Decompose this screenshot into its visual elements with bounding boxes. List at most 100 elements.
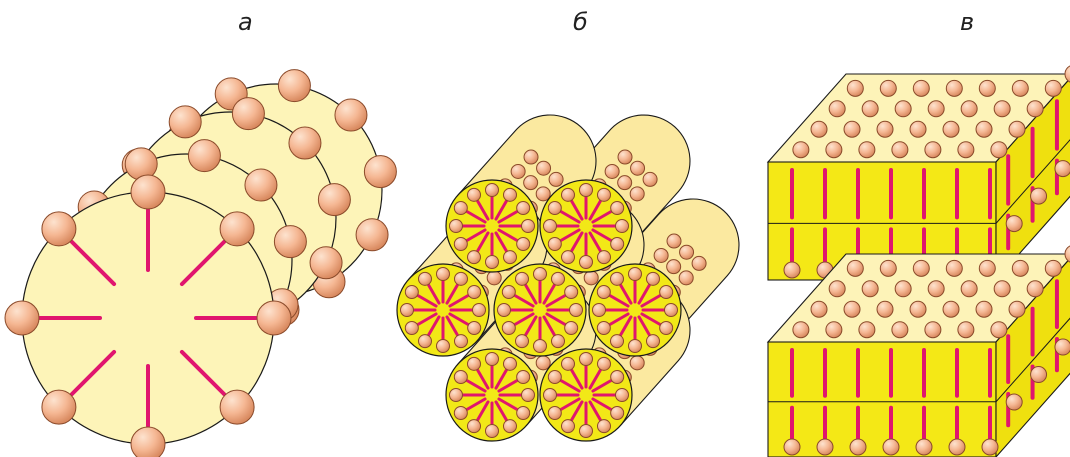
- lipid-head: [356, 219, 388, 251]
- lipid-head: [517, 238, 530, 251]
- lipid-head: [616, 220, 629, 233]
- lipid-head: [946, 80, 962, 96]
- lipid-head: [454, 371, 467, 384]
- lipid-head: [565, 322, 578, 335]
- lipid-head: [1009, 301, 1025, 317]
- lipid-head: [895, 281, 911, 297]
- lipid-head: [1055, 161, 1070, 177]
- lipid-head: [925, 142, 941, 158]
- lipid-head: [516, 335, 529, 348]
- lipid-head: [1006, 216, 1022, 232]
- lipid-head: [847, 260, 863, 276]
- lipid-head: [468, 420, 481, 433]
- lipid-head: [536, 356, 550, 370]
- lipid-head: [611, 371, 624, 384]
- lipid-head: [42, 390, 76, 424]
- lipid-head: [629, 268, 642, 281]
- lipid-head: [916, 439, 932, 455]
- lipid-head: [468, 286, 481, 299]
- lipid-head: [468, 188, 481, 201]
- lipid-head: [877, 121, 893, 137]
- lipid-head: [486, 184, 499, 197]
- lipid-head: [660, 286, 673, 299]
- lipid-head: [1031, 188, 1047, 204]
- lipid-head: [468, 357, 481, 370]
- lipid-head: [455, 272, 468, 285]
- lipid-head: [562, 251, 575, 264]
- lipid-head: [784, 262, 800, 278]
- lipid-head: [1031, 367, 1047, 383]
- lipid-head: [611, 238, 624, 251]
- lipid-head: [580, 184, 593, 197]
- lipid-head: [880, 260, 896, 276]
- lipid-head: [826, 142, 842, 158]
- lipid-head: [784, 439, 800, 455]
- lipid-head: [910, 121, 926, 137]
- lipid-head: [928, 281, 944, 297]
- lipid-head: [630, 187, 644, 201]
- lipid-head: [647, 335, 660, 348]
- lipid-head: [862, 101, 878, 117]
- lipid-head: [522, 220, 535, 233]
- lipid-head: [498, 304, 511, 317]
- lipid-head: [419, 335, 432, 348]
- lipid-head: [580, 256, 593, 269]
- lipid-head: [487, 271, 501, 285]
- lipid-head: [5, 301, 39, 335]
- lipid-head: [548, 202, 561, 215]
- lipid-head: [994, 281, 1010, 297]
- lipid-head: [991, 142, 1007, 158]
- lipid-head: [544, 220, 557, 233]
- lipid-head: [859, 142, 875, 158]
- panel-b-hexagonal-cylinders: [397, 115, 739, 441]
- lipid-head: [979, 260, 995, 276]
- lipid-head: [643, 172, 657, 186]
- lipid-head: [584, 271, 598, 285]
- lipid-head: [548, 371, 561, 384]
- lipid-head: [335, 99, 367, 131]
- lipid-head: [131, 175, 165, 209]
- lipid-head: [811, 121, 827, 137]
- lipid-head: [880, 80, 896, 96]
- lipid-head: [979, 80, 995, 96]
- lipid-head: [1055, 339, 1070, 355]
- lipid-head: [629, 340, 642, 353]
- lipid-head: [679, 271, 693, 285]
- lipid-head: [994, 101, 1010, 117]
- lipid-head: [850, 439, 866, 455]
- lipid-head: [468, 322, 481, 335]
- lipid-head: [958, 142, 974, 158]
- lipid-head: [188, 140, 220, 172]
- lipid-head: [667, 260, 681, 274]
- lipid-head: [976, 301, 992, 317]
- lipid-head: [552, 335, 565, 348]
- lipid-head: [895, 101, 911, 117]
- lipid-head: [611, 272, 624, 285]
- lipid-head: [611, 335, 624, 348]
- lipid-head: [847, 80, 863, 96]
- lipid-head: [565, 286, 578, 299]
- lipid-head: [1027, 101, 1043, 117]
- lipid-head: [961, 101, 977, 117]
- lipid-head: [318, 184, 350, 216]
- slab-front: [768, 342, 996, 457]
- lipid-head: [468, 251, 481, 264]
- lipid-head: [455, 335, 468, 348]
- lipid-head: [949, 439, 965, 455]
- lipid-head: [220, 390, 254, 424]
- lipid-head: [405, 286, 418, 299]
- lipid-head: [611, 407, 624, 420]
- lipid-head: [605, 164, 619, 178]
- lipid-head: [364, 156, 396, 188]
- lipid-head: [892, 142, 908, 158]
- lipid-head: [437, 268, 450, 281]
- lipid-head: [401, 304, 414, 317]
- lipid-head: [597, 286, 610, 299]
- lipid-head: [925, 322, 941, 338]
- lipid-head: [473, 304, 486, 317]
- lipid-head: [486, 353, 499, 366]
- lipid-head: [502, 322, 515, 335]
- lipid-head: [42, 212, 76, 246]
- lipid-head: [536, 187, 550, 201]
- lipid-head: [486, 256, 499, 269]
